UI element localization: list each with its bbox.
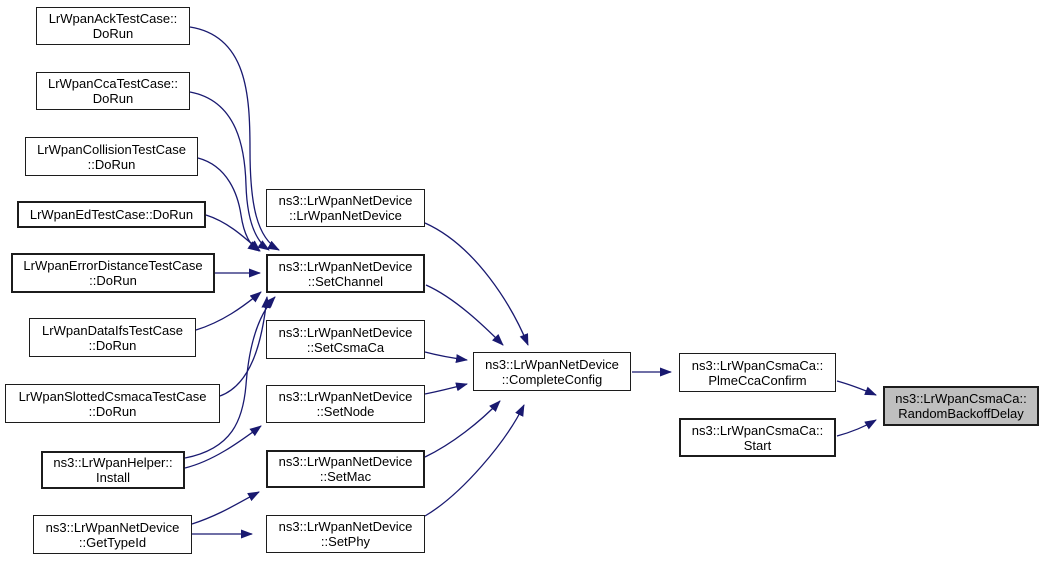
edge-setnode-to-completeconfig: [424, 382, 468, 395]
edge-slottedcsmaca-dorun-to-setchannel: [219, 296, 271, 397]
node-lrwpannetdevice-setcsmaca[interactable]: ns3::LrWpanNetDevice ::SetCsmaCa: [266, 320, 425, 359]
edge-ctor-to-completeconfig: [424, 222, 529, 346]
edge-helper-install-to-setchannel: [184, 296, 276, 459]
edge-plmeccaconfirm-to-randombackoffdelay: [836, 380, 877, 396]
edge-start-to-randombackoffdelay: [836, 419, 877, 437]
node-lrwpanedtestcase-dorun[interactable]: LrWpanEdTestCase::DoRun: [17, 201, 206, 228]
edge-dataifs-dorun-to-setchannel: [195, 291, 262, 331]
node-lrwpannetdevice-setchannel[interactable]: ns3::LrWpanNetDevice ::SetChannel: [266, 254, 425, 293]
node-lrwpannetdevice-setmac[interactable]: ns3::LrWpanNetDevice ::SetMac: [266, 450, 425, 488]
edge-setmac-to-completeconfig: [424, 400, 501, 458]
edge-helper-install-to-setnode: [184, 425, 262, 469]
edge-ed-dorun-to-setchannel: [205, 214, 261, 252]
node-lrwpanacktestcase-dorun[interactable]: LrWpanAckTestCase:: DoRun: [36, 7, 190, 45]
node-lrwpandataifstestcase-dorun[interactable]: LrWpanDataIfsTestCase ::DoRun: [29, 318, 196, 357]
node-lrwpannetdevice-setnode[interactable]: ns3::LrWpanNetDevice ::SetNode: [266, 385, 425, 423]
node-lrwpannetdevice-completeconfig[interactable]: ns3::LrWpanNetDevice ::CompleteConfig: [473, 352, 631, 391]
node-lrwpancsmaca-randombackoffdelay: ns3::LrWpanCsmaCa:: RandomBackoffDelay: [883, 386, 1039, 426]
node-lrwpancollisiontestcase-dorun[interactable]: LrWpanCollisionTestCase ::DoRun: [25, 137, 198, 176]
node-lrwpanerrordistancetestcase-dorun[interactable]: LrWpanErrorDistanceTestCase ::DoRun: [11, 253, 215, 293]
node-lrwpannetdevice-setphy[interactable]: ns3::LrWpanNetDevice ::SetPhy: [266, 515, 425, 553]
node-lrwpanslottedcsmacatestcase-dorun[interactable]: LrWpanSlottedCsmacaTestCase ::DoRun: [5, 384, 220, 423]
edge-gettypeid-to-setmac: [191, 491, 260, 525]
node-lrwpancsmaca-plmeccaconfirm[interactable]: ns3::LrWpanCsmaCa:: PlmeCcaConfirm: [679, 353, 836, 392]
edge-collision-dorun-to-setchannel: [197, 157, 260, 252]
node-lrwpanhelper-install[interactable]: ns3::LrWpanHelper:: Install: [41, 451, 185, 489]
node-lrwpanccatestcase-dorun[interactable]: LrWpanCcaTestCase:: DoRun: [36, 72, 190, 110]
edge-setcsmaca-to-completeconfig: [424, 351, 468, 364]
node-lrwpancsmaca-start[interactable]: ns3::LrWpanCsmaCa:: Start: [679, 418, 836, 457]
edge-setchannel-to-completeconfig: [425, 284, 504, 346]
node-lrwpannetdevice-constructor[interactable]: ns3::LrWpanNetDevice ::LrWpanNetDevice: [266, 189, 425, 227]
node-lrwpannetdevice-gettypeid[interactable]: ns3::LrWpanNetDevice ::GetTypeId: [33, 515, 192, 554]
edge-setphy-to-completeconfig: [424, 404, 525, 517]
